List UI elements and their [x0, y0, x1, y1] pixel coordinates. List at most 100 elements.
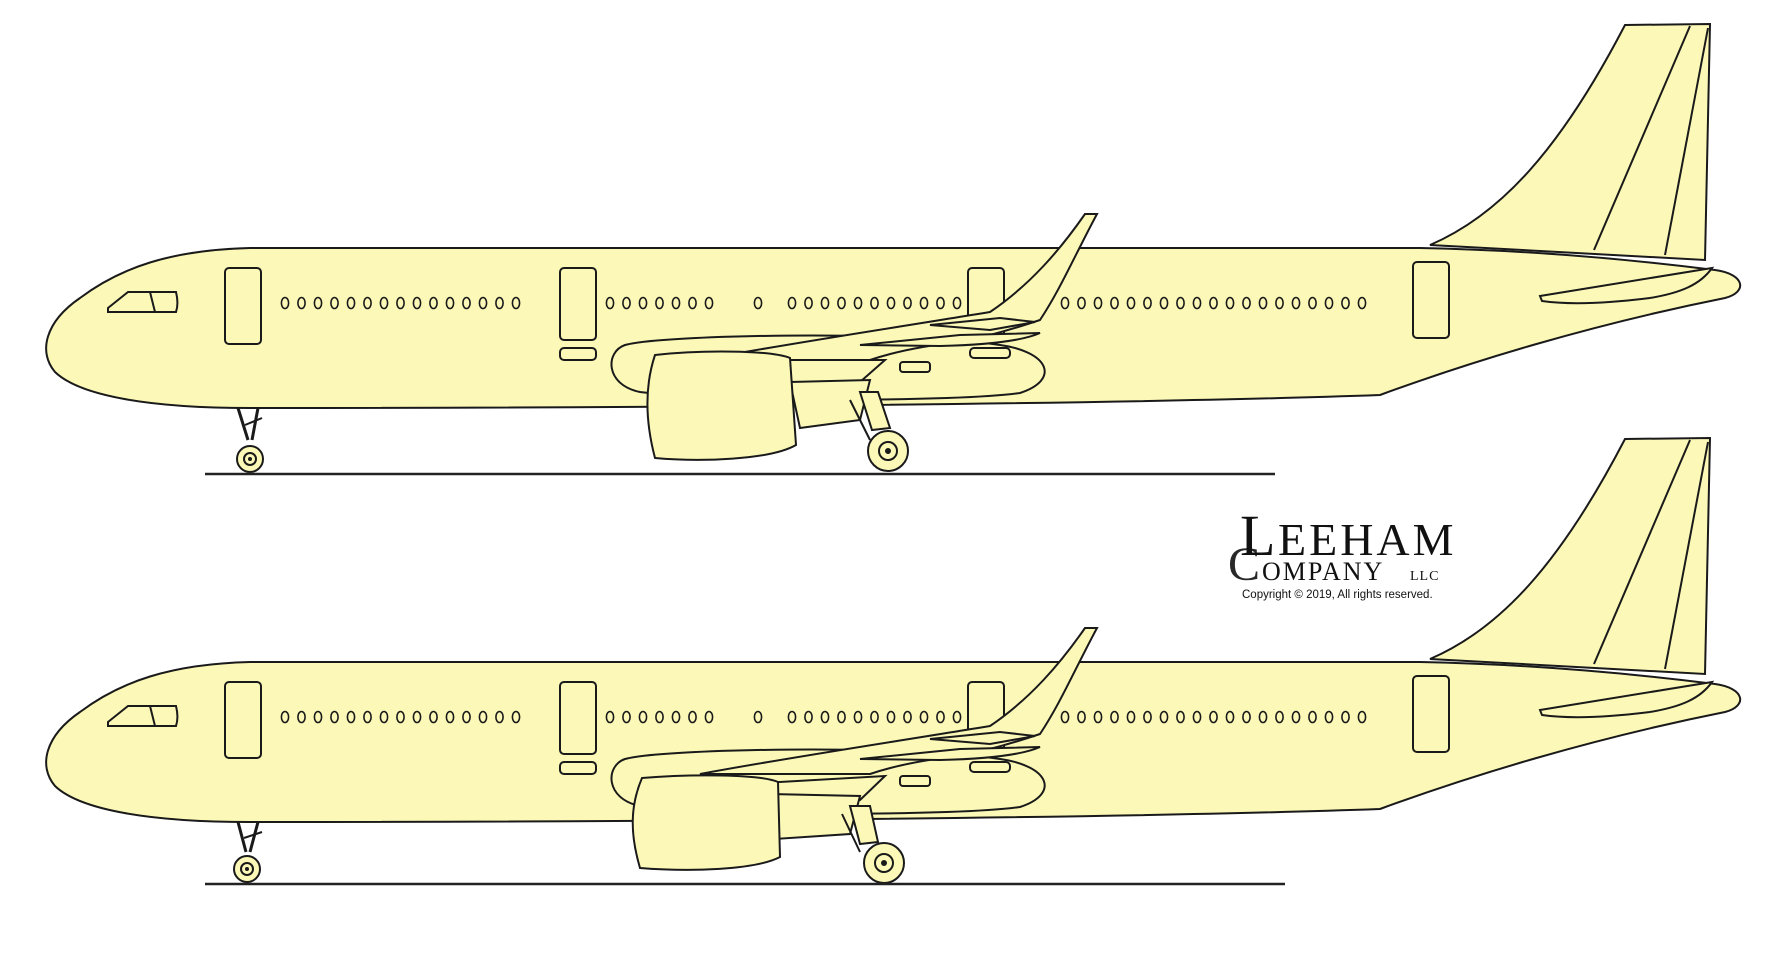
cabin-window	[605, 710, 615, 724]
cabin-window	[495, 710, 504, 724]
cabin-window	[1143, 710, 1152, 724]
cabin-window	[886, 296, 896, 310]
cabin-window	[495, 296, 504, 310]
window-row	[605, 296, 714, 310]
cabin-window	[363, 710, 372, 724]
main-landing-gear	[841, 805, 905, 884]
cabin-window	[1291, 296, 1301, 310]
door-1	[224, 267, 262, 345]
cabin-window	[462, 296, 471, 310]
cabin-window	[1225, 710, 1235, 724]
cabin-window	[1060, 296, 1070, 310]
window-row	[280, 710, 521, 724]
cabin-window	[363, 296, 372, 310]
cabin-window	[870, 296, 879, 310]
rudder-line-2	[1664, 27, 1709, 256]
cabin-window	[1357, 296, 1367, 310]
cabin-window	[837, 710, 846, 724]
horizontal-stabilizer	[1538, 266, 1715, 305]
cabin-window	[804, 710, 813, 724]
cabin-window	[622, 296, 631, 310]
door-2	[559, 681, 597, 755]
engine-exhaust	[768, 792, 862, 841]
cabin-window	[1341, 296, 1350, 310]
cabin-window	[903, 710, 912, 724]
cabin-window	[787, 296, 797, 310]
cabin-window	[1258, 710, 1268, 724]
cabin-window	[870, 710, 879, 724]
cabin-window	[1192, 296, 1202, 310]
cabin-window	[655, 710, 664, 724]
aircraft-upper	[45, 22, 1742, 476]
cabin-window	[297, 296, 306, 310]
cabin-window	[396, 296, 405, 310]
cabin-window	[1060, 710, 1070, 724]
door-4	[1412, 675, 1450, 753]
logo-line2: OMPANY	[1262, 557, 1384, 586]
cabin-window	[478, 296, 488, 310]
window-row	[787, 296, 962, 310]
cabin-window	[688, 296, 697, 310]
cabin-window	[280, 710, 290, 724]
window-row	[787, 710, 962, 724]
window-row	[280, 296, 521, 310]
cabin-window	[886, 710, 896, 724]
window-row	[753, 296, 763, 310]
cabin-window	[820, 710, 830, 724]
aircraft-lower	[45, 436, 1742, 886]
cabin-window	[837, 296, 846, 310]
cabin-window	[1258, 296, 1268, 310]
horizontal-stabilizer	[1538, 680, 1715, 719]
cabin-window	[903, 296, 912, 310]
cockpit-window-divider	[149, 705, 156, 727]
cabin-window	[396, 710, 405, 724]
nose-landing-gear	[236, 407, 264, 473]
cabin-window	[638, 296, 648, 310]
cabin-window	[330, 710, 339, 724]
cabin-window	[820, 296, 830, 310]
cabin-window	[1159, 296, 1169, 310]
cabin-window	[1324, 710, 1334, 724]
door-4	[1412, 261, 1450, 339]
vertical-tail	[1429, 22, 1712, 262]
flap-fairing-2	[899, 775, 931, 787]
window-row	[1060, 296, 1367, 310]
cabin-window	[936, 710, 945, 724]
cabin-window	[478, 710, 488, 724]
cabin-window	[1176, 296, 1185, 310]
cabin-window	[1209, 710, 1218, 724]
cabin-window	[1176, 710, 1185, 724]
engine-exhaust	[788, 378, 872, 430]
rudder-line	[1593, 25, 1691, 251]
cabin-window	[429, 710, 438, 724]
cabin-window	[638, 710, 648, 724]
rudder-line	[1593, 439, 1691, 665]
cabin-window	[346, 710, 356, 724]
flap-track-2	[929, 316, 1036, 332]
logo-line1: EEHAM	[1278, 514, 1457, 565]
cabin-window	[1308, 710, 1317, 724]
cabin-window	[1225, 296, 1235, 310]
cabin-window	[379, 710, 389, 724]
flap-fairing	[969, 347, 1011, 359]
door-1	[224, 681, 262, 759]
cabin-window	[445, 710, 455, 724]
cabin-window	[1308, 296, 1317, 310]
cabin-window	[952, 296, 962, 310]
cabin-window	[1126, 710, 1136, 724]
cabin-window	[429, 296, 438, 310]
cabin-window	[462, 710, 471, 724]
flap-fairing-2	[899, 361, 931, 373]
rudder-line-2	[1664, 441, 1709, 670]
cabin-window	[622, 710, 631, 724]
cabin-window	[1110, 710, 1119, 724]
flap-fairing	[969, 761, 1011, 773]
cabin-window	[1077, 296, 1086, 310]
vertical-tail	[1429, 436, 1712, 676]
cabin-window	[297, 710, 306, 724]
window-row	[605, 710, 714, 724]
flap-track	[859, 332, 1041, 348]
logo-suffix: LLC	[1410, 569, 1439, 584]
nose-landing-gear	[233, 821, 263, 883]
